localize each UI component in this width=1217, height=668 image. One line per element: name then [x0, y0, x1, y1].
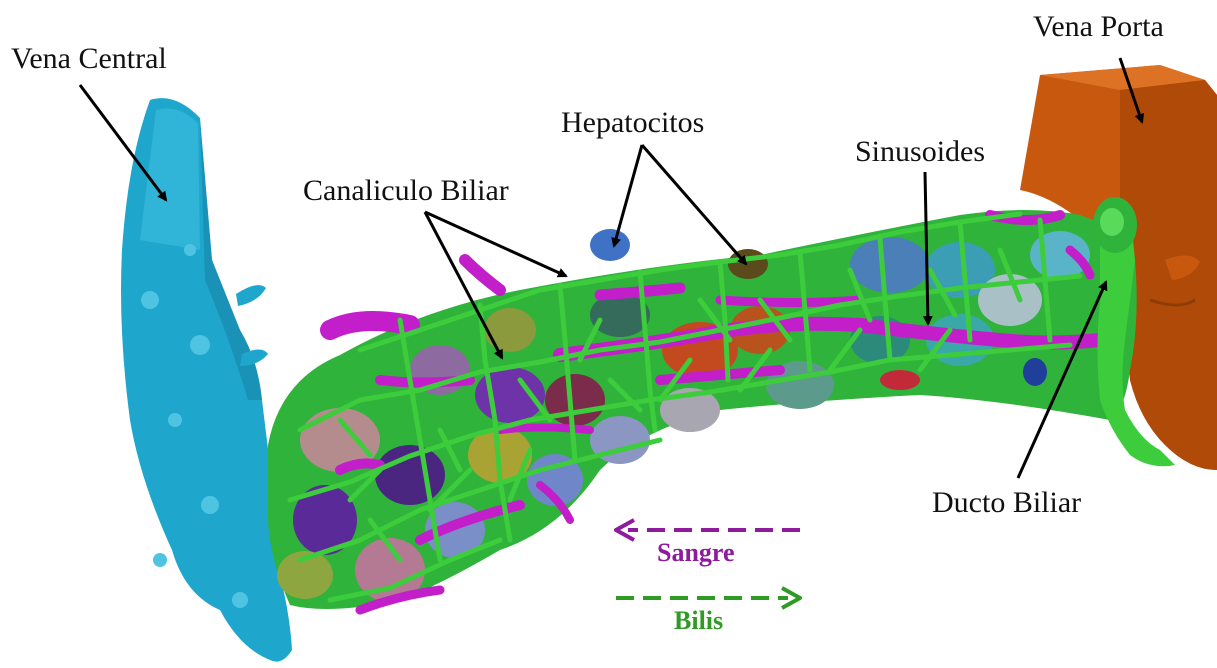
- hepatocyte-cell: [410, 345, 470, 395]
- hepatocyte-cell: [590, 229, 630, 261]
- label-canaliculo-biliar: Canaliculo Biliar: [303, 176, 509, 206]
- leader-hepatocitos-1: [614, 145, 642, 246]
- hepatocyte-cell: [880, 370, 920, 390]
- leader-canaliculo-1: [425, 212, 566, 276]
- label-vena-porta: Vena Porta: [1033, 12, 1164, 42]
- label-vena-central: Vena Central: [11, 44, 167, 74]
- hepatocyte-cell: [484, 308, 536, 352]
- label-sinusoides: Sinusoides: [855, 137, 985, 167]
- label-hepatocitos: Hepatocitos: [561, 108, 704, 138]
- hepatocyte-cell: [850, 237, 930, 293]
- central-vein: [121, 98, 292, 662]
- hepatocyte-cell: [728, 249, 768, 279]
- label-sangre: Sangre: [657, 540, 735, 566]
- label-bilis: Bilis: [674, 608, 723, 634]
- flow-arrow-sangre: [616, 520, 800, 540]
- hepatocyte-cell: [1023, 358, 1047, 386]
- flow-arrow-bilis: [616, 588, 800, 608]
- leader-hepatocitos-2: [642, 145, 746, 264]
- label-ducto-biliar: Ducto Biliar: [932, 488, 1081, 518]
